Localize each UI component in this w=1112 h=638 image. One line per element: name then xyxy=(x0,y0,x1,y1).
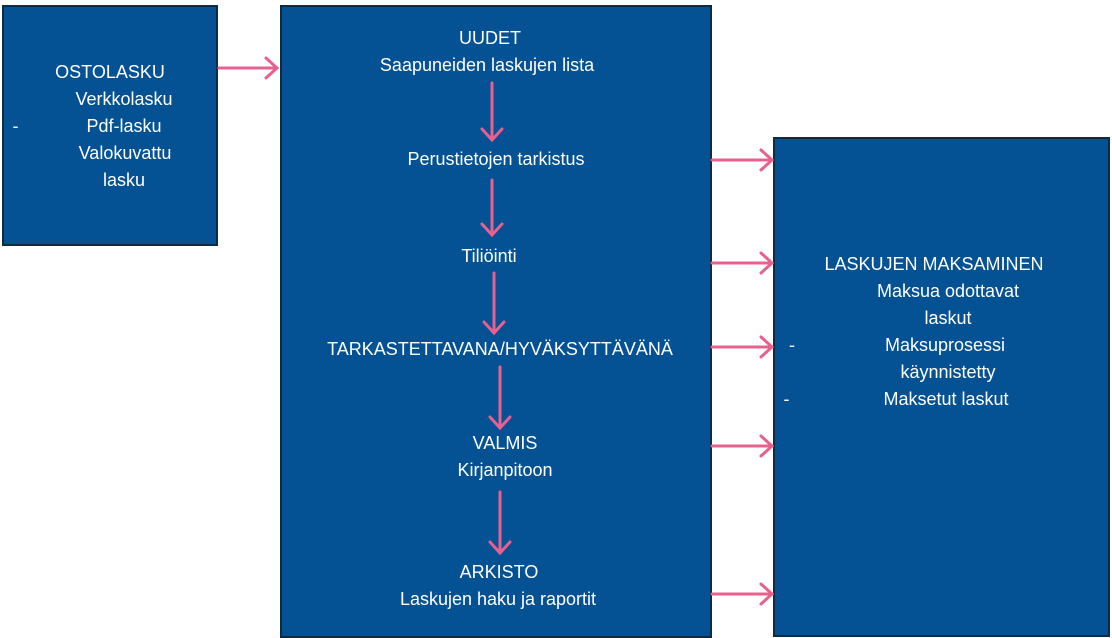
arrow-down-icon xyxy=(480,178,504,238)
payment-box xyxy=(773,137,1110,637)
arrow-down-icon xyxy=(482,271,506,336)
step-tarkastettavana: TARKASTETTAVANA/HYVÄKSYTTÄVÄNÄ xyxy=(327,339,673,359)
arrow-right-icon xyxy=(710,434,775,458)
arrow-right-icon xyxy=(217,56,280,80)
arrow-right-icon xyxy=(710,148,775,172)
payment-item: -Maksua odottavat xyxy=(764,281,1020,301)
step-valmis-sub: Kirjanpitoon xyxy=(457,460,553,480)
step-valmis: VALMIS xyxy=(472,433,538,453)
process-box xyxy=(280,5,712,638)
arrow-right-icon xyxy=(710,582,775,606)
step-tiliointi: Tiliöinti xyxy=(461,246,517,266)
step-perustiedot: Perustietojen tarkistus xyxy=(407,149,585,169)
step-uudet: UUDET xyxy=(459,28,521,48)
source-item-cont: lasku xyxy=(102,170,146,190)
arrow-down-icon xyxy=(488,490,512,556)
payment-title: LASKUJEN MAKSAMINEN xyxy=(824,254,1044,274)
payment-item-cont: laskut xyxy=(924,308,972,328)
arrow-right-icon xyxy=(710,251,775,275)
arrow-down-icon xyxy=(488,365,512,431)
arrow-right-icon xyxy=(710,335,775,359)
payment-item-cont: käynnistetty xyxy=(900,362,996,382)
arrow-down-icon xyxy=(480,81,504,143)
step-arkisto: ARKISTO xyxy=(459,562,539,582)
source-item: -Valokuvattu xyxy=(0,143,172,163)
step-arkisto-sub: Laskujen haku ja raportit xyxy=(399,589,597,609)
source-item: -Verkkolasku xyxy=(75,89,173,109)
payment-item: -Maksuprosessi xyxy=(788,335,1006,355)
step-uudet-sub: Saapuneiden laskujen lista xyxy=(379,55,595,75)
ostolasku-box xyxy=(2,5,218,246)
source-item: -Pdf-lasku xyxy=(12,116,162,136)
payment-item: -Maksetut laskut xyxy=(783,389,1009,409)
ostolasku-title: OSTOLASKU xyxy=(55,62,165,82)
